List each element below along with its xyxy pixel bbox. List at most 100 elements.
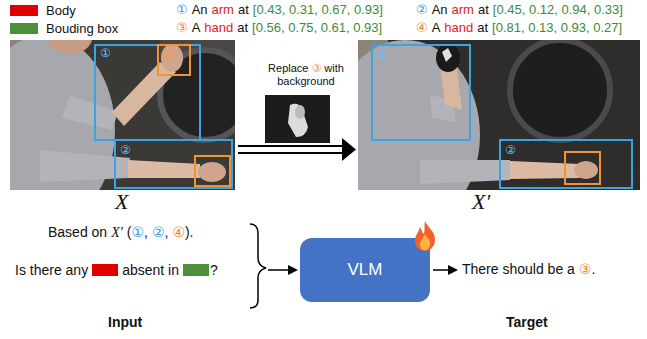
image-symbol: X′	[111, 225, 123, 241]
box-coordinates: [0.43, 0.31, 0.67, 0.93]	[253, 2, 383, 17]
annotation-word: at	[237, 20, 248, 35]
illustration-part	[442, 48, 452, 62]
prompt-text: Based on	[48, 224, 107, 240]
body-part: hand	[204, 20, 233, 35]
color-sample	[92, 264, 118, 276]
illustration-part	[265, 95, 330, 143]
callout-number: ②	[505, 143, 516, 157]
body-part: hand	[444, 20, 473, 35]
illustration-part	[128, 160, 200, 178]
flame-icon	[412, 220, 438, 252]
prompt-text: ,	[144, 224, 148, 240]
callout-number: ③	[579, 261, 592, 277]
illustration-part	[288, 104, 308, 137]
patch-photo	[265, 95, 330, 143]
text-group: ② Anarmat [0.45, 0.12, 0.94, 0.33]	[416, 2, 623, 17]
box-coordinates: [0.81, 0.13, 0.93, 0.27]	[492, 20, 622, 35]
callout-number: ①	[176, 2, 188, 17]
prompt-text: ?	[210, 262, 218, 278]
body-part: arm	[212, 2, 234, 17]
illustration-part	[198, 162, 226, 182]
annotation-word: A	[432, 20, 441, 35]
annotation-word: at	[478, 2, 489, 17]
illustration-part	[238, 145, 346, 147]
illustration-part	[95, 45, 200, 140]
text-group: ③Ahandat [0.56, 0.75, 0.61, 0.93]	[176, 20, 382, 35]
illustration-part	[565, 152, 600, 184]
legend-label: Body	[46, 3, 76, 18]
illustration-part	[195, 156, 230, 186]
text-group: ②	[505, 143, 516, 157]
callout-number: ②	[152, 224, 165, 240]
callout-number: ①	[377, 48, 388, 62]
illustration-part	[112, 62, 176, 126]
section-label: Input	[108, 314, 142, 330]
color-sample	[183, 264, 209, 276]
image-symbol: X	[115, 189, 128, 215]
annotation-word: A	[192, 20, 201, 35]
callout-number: ③	[176, 20, 188, 35]
annotation-word: An	[432, 2, 448, 17]
callout-number: ③	[163, 48, 174, 62]
illustration-part	[574, 161, 598, 179]
image-symbol: X′	[472, 189, 490, 215]
illustration-part	[48, 40, 92, 54]
box-coordinates: [0.45, 0.12, 0.94, 0.33]	[493, 2, 623, 17]
transform-arrow	[238, 138, 356, 161]
illustration-part	[268, 269, 290, 271]
illustration-part	[158, 45, 190, 75]
body-part: arm	[452, 2, 474, 17]
model-name: VLM	[348, 260, 383, 280]
text-group: ①	[377, 48, 388, 62]
prompt-text: ,	[164, 224, 168, 240]
edited-photo	[358, 40, 640, 190]
input-brace	[250, 224, 266, 308]
prompt-text: Is there any	[15, 262, 88, 278]
box-coordinates: [0.56, 0.75, 0.61, 0.93]	[252, 20, 382, 35]
flame-outer	[415, 221, 435, 251]
model-box: VLM	[300, 238, 430, 302]
callout-number: ②	[120, 143, 131, 157]
illustration-part	[288, 265, 298, 275]
illustration-part	[510, 161, 580, 179]
text-group: X′	[472, 189, 490, 215]
annotation-word: at	[477, 20, 488, 35]
annotation-word: An	[192, 2, 208, 17]
text-group: ①	[100, 46, 111, 60]
prompt-text: (	[127, 224, 132, 240]
illustration-part	[161, 44, 183, 72]
text-group: Replace③with background	[260, 62, 352, 88]
illustration-part	[436, 44, 460, 72]
illustration-part	[420, 160, 510, 184]
flame-inner	[420, 234, 430, 250]
target-text: There should be a	[462, 261, 575, 277]
text-group: Based onX′(①,②,④).	[48, 224, 194, 241]
illustration-part	[40, 150, 130, 182]
callout-number: ④	[416, 20, 428, 35]
text-group: ④Ahandat [0.81, 0.13, 0.93, 0.27]	[416, 20, 622, 35]
illustration-part	[510, 40, 610, 140]
illustration-part	[433, 269, 450, 271]
target-text: .	[591, 261, 595, 277]
text-group: X	[115, 189, 128, 215]
illustration-part	[62, 95, 118, 130]
illustration-part	[448, 265, 458, 275]
illustration-part	[372, 45, 470, 140]
text-group: Input	[108, 314, 142, 330]
text-group: There should be a③.	[462, 261, 595, 277]
step-caption: Replace	[268, 62, 308, 74]
illustration-part	[295, 105, 305, 119]
callout-number: ③	[311, 62, 321, 74]
text-group: ②	[120, 143, 131, 157]
illustration-part	[500, 140, 632, 188]
illustration-part	[115, 140, 232, 188]
input-photo	[10, 40, 235, 190]
callout-number: ①	[100, 46, 111, 60]
section-label: Target	[506, 314, 548, 330]
callout-number: ①	[131, 224, 144, 240]
prompt-text: absent in	[122, 262, 179, 278]
text-group: ③	[163, 48, 174, 62]
legend-swatch	[10, 5, 38, 16]
text-group: Is there any absent in?	[15, 262, 218, 278]
callout-number: ②	[416, 2, 428, 17]
